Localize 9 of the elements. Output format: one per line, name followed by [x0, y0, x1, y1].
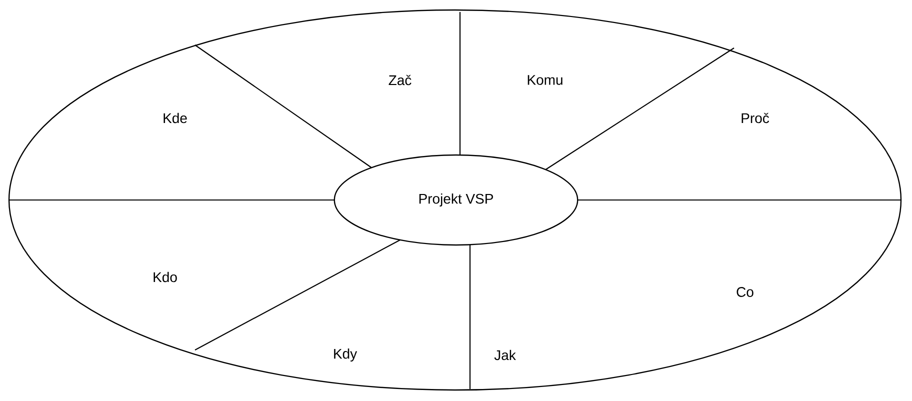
sector-label: Proč: [742, 112, 770, 124]
sector-label: Kde: [164, 112, 187, 124]
sector-label: Zač: [388, 74, 412, 86]
sector-label: Kdy: [334, 348, 358, 362]
sector-label: Jak: [494, 350, 516, 360]
sector-label: Kdo: [154, 272, 177, 282]
sector-label: Komu: [528, 75, 562, 85]
sector-label: Co: [736, 287, 754, 297]
outer-ellipse: [8, 9, 902, 391]
